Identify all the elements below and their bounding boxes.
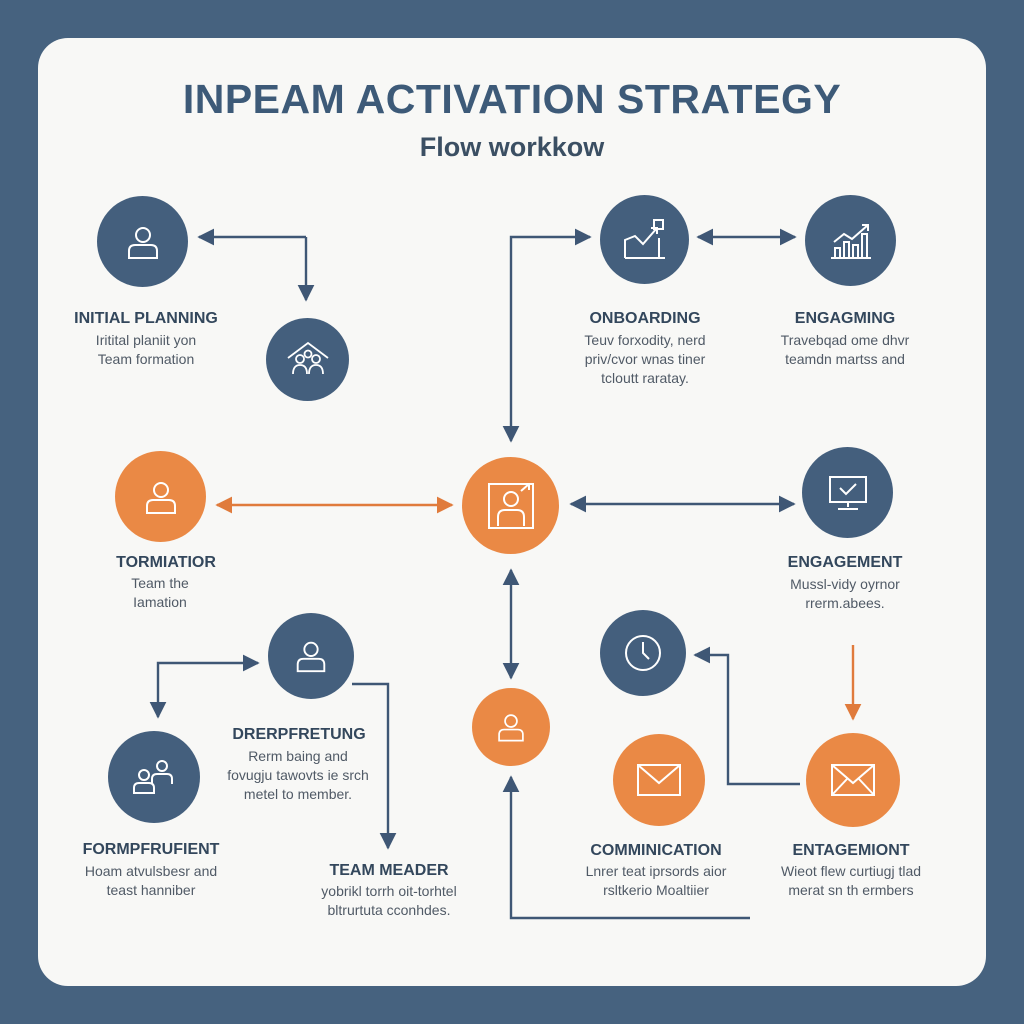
drerpfretung-node[interactable] [268,613,354,699]
team-icon [286,341,329,374]
connector-center-to-onboarding [502,228,592,443]
team-meader-label: TEAM MEADER [329,862,449,879]
group-icon [133,760,173,794]
connector-loop-to-dreperfretung [149,654,260,719]
initial-planning-label: INITIAL PLANNING [74,310,218,327]
engagement-node[interactable] [802,447,893,538]
engagement-label: ENGAGEMENT [787,554,903,571]
engagming-label: ENGAGMING [794,310,896,327]
diagram-subtitle: Flow workkow [419,132,605,162]
mail-icon [637,764,681,796]
communication-node[interactable] [613,734,705,826]
growth-chart-icon [623,218,665,259]
person-icon [145,481,176,514]
person-icon [498,714,524,742]
engagemiont-node[interactable] [806,733,900,827]
center-node[interactable] [462,457,559,554]
onboarding-node[interactable] [600,195,689,284]
diagram-title: INPEAM ACTIVATION STRATEGY [182,76,842,122]
connector-dreperfretung-to-team-meader [352,682,397,850]
team-member-node[interactable] [472,688,550,766]
formpfrufient-node[interactable] [108,731,200,823]
onboarding-label: ONBOARDING [589,310,701,327]
clock-node[interactable] [600,610,686,696]
initial-planning-node[interactable] [97,196,188,287]
mail-icon [831,764,875,796]
person-icon [127,226,158,259]
engagemiont-label: ENTAGEMIONT [792,842,910,859]
connector-engagemiont-to-clock [693,646,800,786]
bar-chart-icon [830,223,871,259]
person-icon [296,641,326,673]
connector-bottom-loop [502,775,750,920]
clock-icon [625,635,661,671]
person-frame-icon [487,482,534,529]
monitor-icon [828,475,867,510]
tormiatior-label: TORMIATIOR [116,554,216,571]
communication-label: COMMINICATION [590,842,722,859]
formpfrufient-label: FORMPFRUFIENT [82,841,220,858]
tormiatior-node[interactable] [115,451,206,542]
drerpfretung-label: DRERPFRETUNG [232,726,366,743]
engagming-node[interactable] [805,195,896,286]
team-formation-node[interactable] [266,318,349,401]
